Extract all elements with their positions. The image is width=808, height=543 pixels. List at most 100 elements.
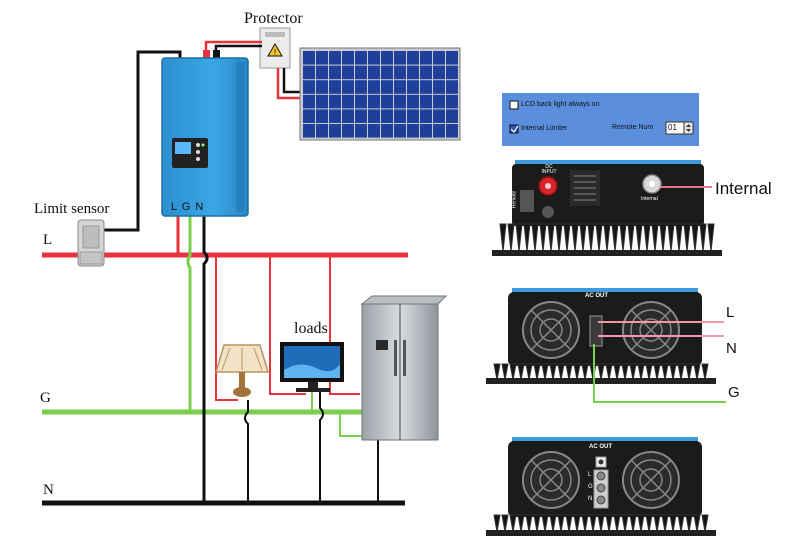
heatsink-fin: [605, 363, 613, 381]
heatsink-fin: [589, 514, 597, 533]
heatsink-fin: [509, 514, 517, 533]
heatsink-fin: [629, 514, 637, 533]
inverter-n-wire: [202, 214, 209, 503]
solar-cell: [368, 51, 380, 65]
heatsink-fin: [707, 223, 715, 253]
solar-cell: [420, 94, 432, 109]
solar-cell: [329, 65, 341, 80]
heatsink-fin: [643, 223, 651, 253]
solar-cell: [407, 94, 419, 109]
solar-cell: [420, 109, 432, 123]
solar-cell: [381, 65, 393, 80]
internal-callout-label: Internal: [715, 179, 772, 198]
solar-cell: [303, 94, 315, 109]
protector-black-wire-2: [282, 68, 300, 94]
heatsink-fin: [675, 223, 683, 253]
heatsink-fin: [637, 363, 645, 381]
ac1-l-label: L: [726, 304, 735, 321]
heatsink-fin: [669, 514, 677, 533]
heatsink-fin: [667, 223, 675, 253]
heatsink-fin: [549, 363, 557, 381]
heatsink-fin: [579, 223, 587, 253]
heatsink-fin: [555, 223, 563, 253]
heatsink-fin: [621, 514, 629, 533]
heatsink-fin: [515, 223, 523, 253]
limit-sensor-label: Limit sensor: [34, 201, 110, 217]
heatsink-fin: [661, 514, 669, 533]
fridge-l-wire: [329, 255, 360, 395]
solar-cell: [420, 51, 432, 65]
solar-cell: [446, 109, 458, 123]
heatsink-fin: [645, 514, 653, 533]
ac-out-panel-1: [486, 288, 726, 403]
heatsink-fin: [557, 514, 565, 533]
solar-cell: [329, 80, 341, 94]
solar-cell: [446, 65, 458, 80]
solar-cell: [355, 124, 367, 138]
remote-num-stepper[interactable]: [683, 121, 694, 135]
heatsink-fin: [573, 363, 581, 381]
heatsink-fin: [629, 363, 637, 381]
solar-cell: [433, 80, 445, 94]
protector-red-wire-2: [276, 68, 300, 100]
heatsink-fin: [539, 223, 547, 253]
heatsink-fin: [653, 514, 661, 533]
dc-input-label: DC INPUT: [541, 164, 557, 175]
limit-sensor: [77, 219, 105, 267]
solar-cell: [355, 51, 367, 65]
solar-cell: [316, 80, 328, 94]
line-n-label: N: [43, 482, 54, 498]
heatsink-fin: [523, 223, 531, 253]
solar-cell: [368, 94, 380, 109]
heatsink-fin: [701, 514, 709, 533]
solar-cell: [420, 65, 432, 80]
heatsink-fin: [645, 363, 653, 381]
heatsink-fin: [525, 363, 533, 381]
solar-cell: [316, 124, 328, 138]
heatsink-fin: [573, 514, 581, 533]
heatsink-fin: [691, 223, 699, 253]
solar-cell: [394, 124, 406, 138]
heatsink-fin: [683, 223, 691, 253]
solar-cell: [303, 80, 315, 94]
solar-cell: [355, 94, 367, 109]
solar-cell: [355, 65, 367, 80]
internal-limiter-checkbox[interactable]: [509, 124, 519, 134]
ac-out-2-label: AC OUT: [589, 444, 612, 450]
heatsink-fin: [549, 514, 557, 533]
heatsink-fin: [613, 363, 621, 381]
solar-cell: [446, 51, 458, 65]
settings-panel: [502, 93, 699, 146]
loads-label: loads: [294, 320, 328, 337]
solar-cell: [433, 65, 445, 80]
heatsink-fin: [587, 223, 595, 253]
solar-cell: [407, 124, 419, 138]
solar-cell: [368, 65, 380, 80]
ac1-g-label: G: [728, 384, 740, 401]
heatsink-fin: [699, 223, 707, 253]
ac2-terminal-n: [596, 495, 606, 505]
solar-cell: [433, 124, 445, 138]
lamp-n-wire: [244, 400, 249, 503]
solar-cell: [303, 109, 315, 123]
heatsink-fin: [493, 363, 501, 381]
heatsink-fin: [701, 363, 709, 381]
heatsink-fin: [677, 514, 685, 533]
solar-cell: [407, 80, 419, 94]
lcd-backlight-checkbox[interactable]: [509, 100, 519, 110]
heatsink-fin: [603, 223, 611, 253]
ac-out-1-label: AC OUT: [585, 293, 608, 299]
solar-cell: [433, 109, 445, 123]
solar-cell: [368, 109, 380, 123]
lamp-l-wire: [215, 255, 238, 401]
solar-cell: [433, 51, 445, 65]
heatsink-fin: [619, 223, 627, 253]
solar-cell: [433, 94, 445, 109]
ac1-g-callout: [593, 344, 726, 403]
svg-text:!: !: [273, 48, 276, 57]
heatsink-fin: [499, 223, 507, 253]
solar-cell: [446, 124, 458, 138]
heatsink-fin: [501, 363, 509, 381]
heatsink-fin: [661, 363, 669, 381]
